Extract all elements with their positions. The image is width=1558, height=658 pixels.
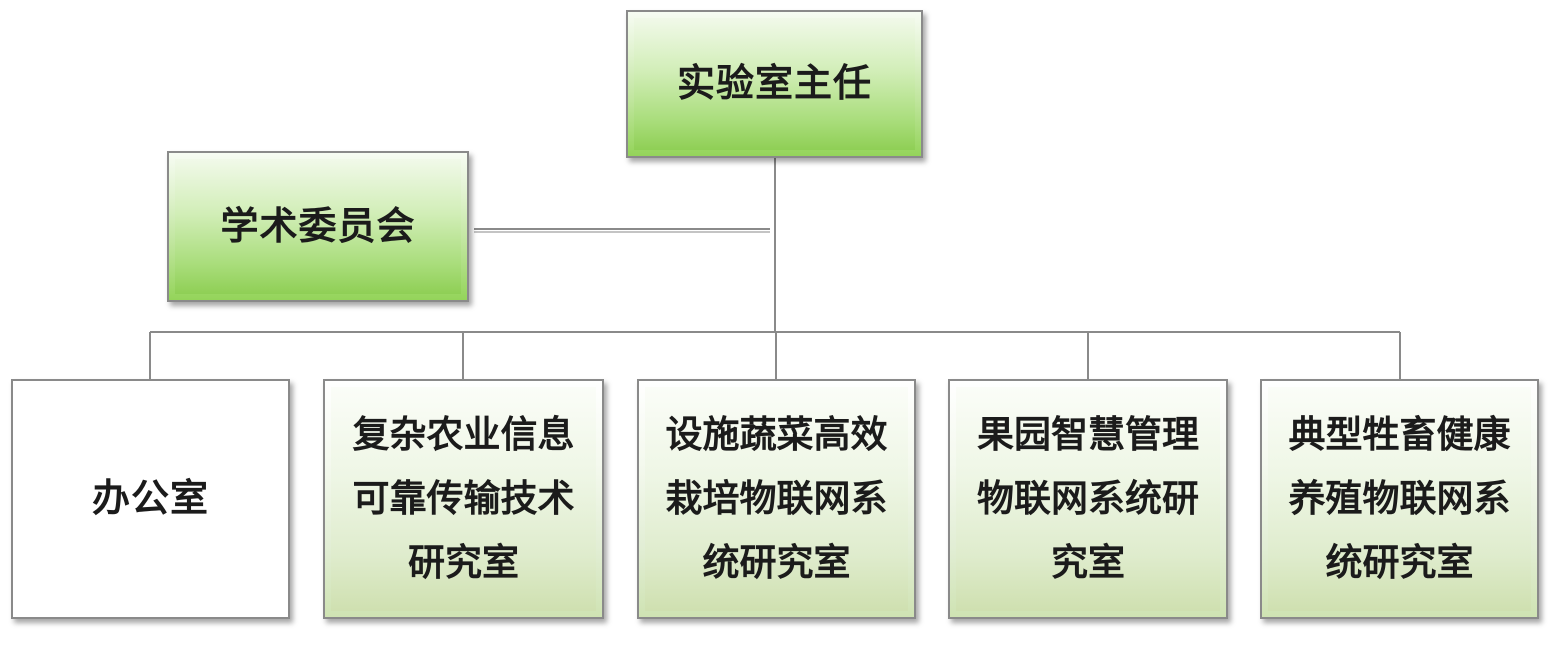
academic-committee-label: 学术委员会	[220, 203, 416, 248]
unit-label-vegetable-iot: 设施蔬菜高效 栽培物联网系 统研究室	[665, 413, 888, 584]
office-label: 办公室	[91, 476, 209, 521]
unit-box-agri-transmission: 复杂农业信息 可靠传输技术 研究室	[323, 379, 604, 619]
office-box: 办公室	[11, 379, 290, 619]
unit-label-orchard-iot: 果园智慧管理 物联网系统研 究室	[977, 413, 1199, 584]
unit-label-livestock-iot: 典型牲畜健康 养殖物联网系 统研究室	[1288, 413, 1511, 584]
academic-committee-box: 学术委员会	[167, 151, 469, 302]
unit-label-agri-transmission: 复杂农业信息 可靠传输技术 研究室	[352, 413, 575, 584]
unit-box-vegetable-iot: 设施蔬菜高效 栽培物联网系 统研究室	[637, 379, 916, 619]
director-label: 实验室主任	[676, 61, 872, 106]
director-box: 实验室主任	[626, 10, 923, 158]
unit-box-livestock-iot: 典型牲畜健康 养殖物联网系 统研究室	[1260, 379, 1539, 619]
unit-box-orchard-iot: 果园智慧管理 物联网系统研 究室	[948, 379, 1228, 619]
